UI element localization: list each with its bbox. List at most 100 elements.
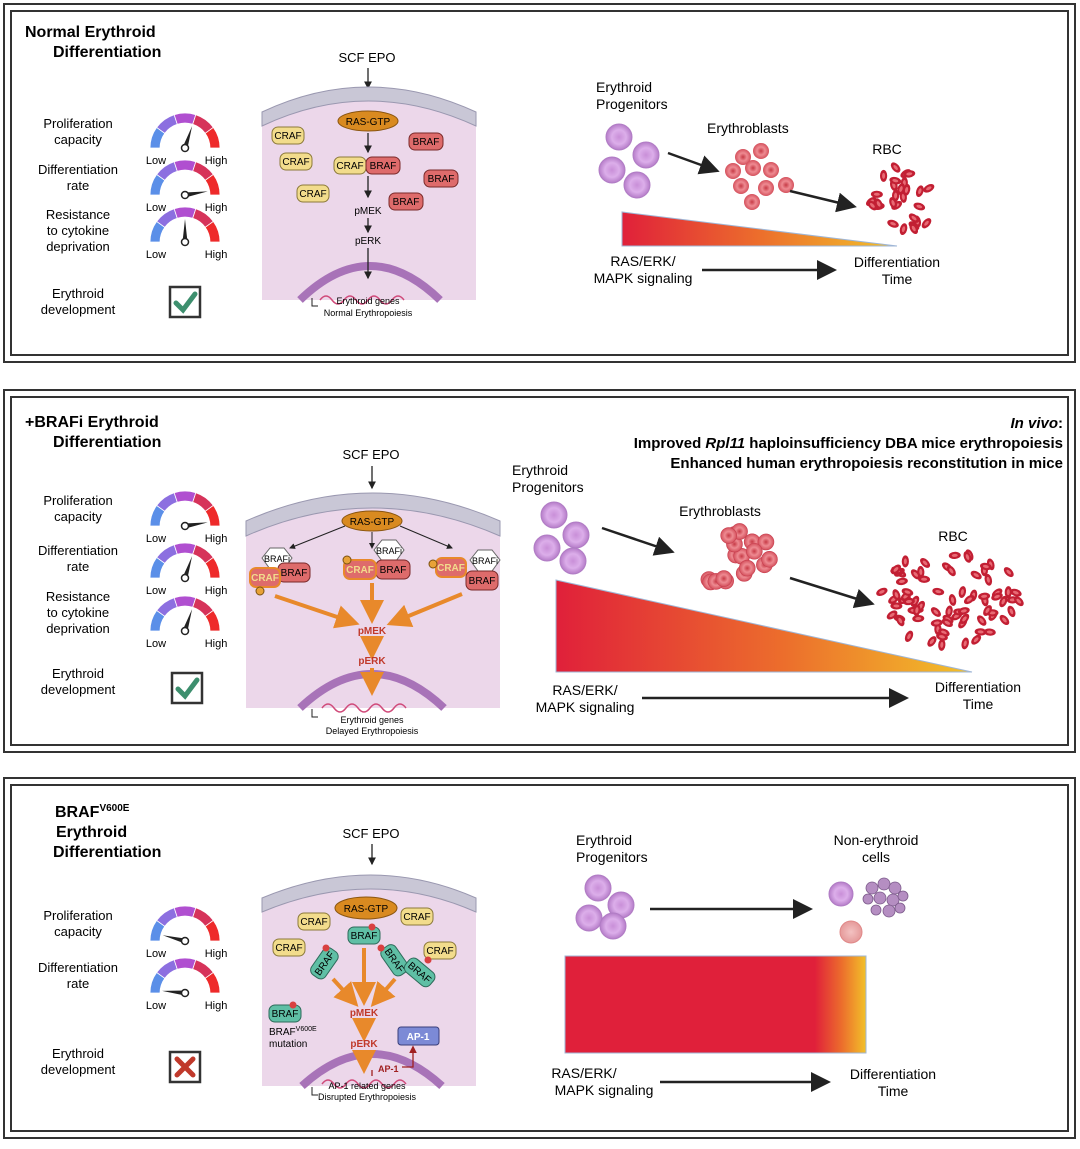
gauge-segment: [204, 220, 221, 243]
craf-node: CRAF: [272, 938, 306, 957]
signal-arrow-orange: [386, 592, 463, 628]
svg-text:BRAF: BRAF: [380, 565, 407, 576]
craf-node: CRAF: [297, 912, 331, 931]
erythroblast-cell: [738, 559, 756, 577]
panel-title: Differentiation: [53, 44, 161, 61]
development-label: development: [41, 682, 116, 697]
check-icon: [170, 671, 204, 705]
differentiation-arrow: [789, 189, 857, 213]
rbc-cell: [913, 604, 921, 617]
rbc-cell: [983, 628, 996, 636]
progenitor-cells: [533, 501, 590, 575]
gauge-label: Proliferation: [43, 493, 112, 508]
gauge-low-label: Low: [146, 202, 166, 214]
development-label: Erythroid: [52, 666, 104, 681]
svg-text:CRAF: CRAF: [403, 912, 430, 923]
craf-node: CRAF: [279, 152, 313, 171]
rbc-cell: [902, 597, 915, 606]
svg-text:CRAF: CRAF: [275, 943, 302, 954]
signal-arrow-orange: [274, 594, 360, 629]
rbc-cell: [890, 602, 903, 610]
braf-node: BRAF: [423, 169, 459, 188]
gauge-label: deprivation: [46, 621, 110, 636]
nucleus-membrane: [297, 262, 443, 303]
pmek-label: pMEK: [350, 1008, 379, 1019]
rbc-cell: [901, 555, 909, 568]
time-label: Time: [963, 696, 994, 712]
gauge-hub: [180, 237, 190, 247]
rbc-cell: [903, 170, 916, 178]
gauge-label: rate: [67, 178, 89, 193]
svg-text:BRAF: BRAF: [393, 197, 420, 208]
promoter-icon: [311, 709, 318, 718]
rbc-cell: [970, 570, 982, 580]
pathway-arrow: [289, 525, 346, 549]
svg-text:CRAF: CRAF: [282, 157, 309, 168]
panel-title: Differentiation: [53, 434, 161, 451]
signal-label: MAPK signaling: [594, 270, 693, 286]
time-label: Differentiation: [854, 254, 940, 270]
gauge-label: Differentiation: [38, 162, 118, 177]
outcome-label: Delayed Erythropoiesis: [326, 726, 419, 736]
mutation-dot: [322, 944, 330, 952]
panel-border-inner: [10, 396, 1069, 746]
differentiation-arrow: [601, 526, 675, 556]
gauge-segment: [173, 206, 197, 219]
rbc-cell: [946, 565, 956, 577]
gauge-hub: [180, 936, 190, 946]
panel-normal-svg: Normal Erythroid Differentiation Prolife…: [3, 3, 1076, 363]
rbc-cell: [870, 190, 883, 198]
progenitor-cells: [575, 874, 635, 940]
gauge-label: Differentiation: [38, 960, 118, 975]
rbc-cell: [923, 184, 935, 193]
rbc-cell: [921, 218, 932, 229]
rbc-cells: [876, 549, 1024, 651]
rbc-cell: [999, 614, 1010, 626]
outcome-label: Disrupted Erythropoiesis: [318, 1092, 417, 1102]
gauge-high-label: High: [205, 948, 228, 960]
rbc-cell: [974, 628, 987, 636]
cell-membrane: [245, 492, 501, 537]
svg-text:BRAFi: BRAFi: [472, 556, 498, 566]
differentiation-arrow: [789, 576, 875, 609]
svg-text:BRAF: BRAF: [272, 1009, 299, 1020]
rbc-cell: [930, 619, 943, 627]
signal-gradient: [621, 211, 898, 247]
gauge-low-label: Low: [146, 533, 166, 545]
cell-membrane: [261, 86, 477, 127]
craf-node: CRAF: [400, 907, 434, 926]
signal-label: RAS/ERK/: [610, 253, 675, 269]
genes-label: Erythroid genes: [336, 296, 400, 306]
gauge-needle: [182, 609, 193, 632]
rbc-cell: [941, 618, 953, 628]
pathway-arrow: [399, 525, 453, 549]
gauge-low-label: Low: [146, 249, 166, 261]
gauge-low-label: Low: [146, 1000, 166, 1012]
rbc-cell: [961, 637, 969, 650]
gauge-label: deprivation: [46, 239, 110, 254]
svg-text:BRAFi: BRAFi: [376, 546, 402, 556]
svg-text:BRAFi: BRAFi: [264, 554, 290, 564]
rbc-cell: [1004, 586, 1012, 599]
gauge-high-label: High: [205, 638, 228, 650]
craf-node: CRAF: [271, 126, 305, 145]
panel-title: Differentiation: [53, 844, 161, 861]
panel-title: +BRAFi Erythroid: [25, 414, 159, 431]
development-label: Erythroid: [52, 286, 104, 301]
rbc-cell: [977, 615, 987, 626]
svg-text:BRAF: BRAF: [469, 576, 496, 587]
gauge-segment: [173, 595, 197, 608]
signal-arrow-orange: [370, 977, 397, 1008]
signal-gradient: [555, 579, 973, 673]
genes-label: Erythroid genes: [340, 715, 404, 725]
mutation-legend-label: BRAFV600E: [269, 1026, 317, 1038]
rbc-cell: [948, 594, 957, 606]
rbc-cell: [867, 200, 878, 211]
erythroblast-cell: [715, 570, 733, 587]
gauge-needle: [182, 126, 193, 149]
